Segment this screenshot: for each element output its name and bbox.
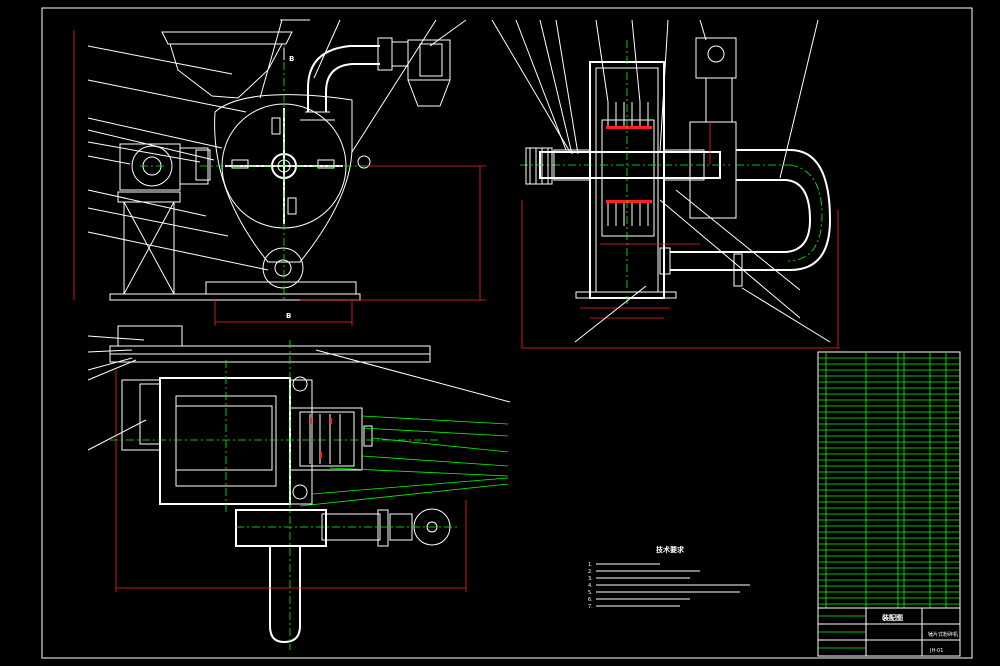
side-section-view (491, 19, 840, 349)
title-block: 装配图 锤片式粉碎机 JH-01 (817, 607, 961, 657)
section-label-top: B (289, 55, 294, 63)
title-block-label: 锤片式粉碎机 (928, 631, 958, 638)
note-2: 2. (588, 569, 593, 575)
drawing-frame-outer (41, 7, 973, 659)
top-view (87, 325, 511, 650)
title-block-name: 装配图 (881, 613, 903, 622)
note-1: 1. (588, 562, 593, 568)
title-block-code: JH-01 (929, 648, 943, 654)
notes-title: 技术要求 (656, 545, 685, 554)
note-4: 4. (588, 583, 593, 589)
note-5: 5. (588, 590, 593, 596)
note-3: 3. (588, 576, 593, 582)
note-7: 7. (588, 604, 593, 610)
section-label-bottom: B (286, 312, 291, 320)
front-view: B B (73, 19, 486, 326)
parts-list (817, 351, 961, 609)
note-6: 6. (588, 597, 593, 603)
technical-notes: 技术要求 1. 2. 3. 4. 5. 6. 7. (588, 545, 750, 610)
